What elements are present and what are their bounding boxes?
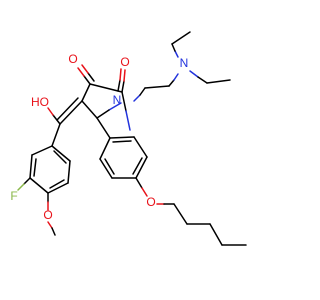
bond-ar2-inner-3 xyxy=(104,158,115,175)
bond-c3-c2 xyxy=(89,83,123,93)
bond-c2-o-double-o-half xyxy=(119,68,122,81)
bond-ethyl-linker xyxy=(144,85,170,89)
bond-o-me-o-half xyxy=(47,221,53,229)
bond-et2-ch3 xyxy=(206,79,231,84)
bond-c-f xyxy=(23,177,31,185)
bond-c3-o xyxy=(83,75,91,85)
bond-n-et2 xyxy=(197,76,208,84)
pyrrolidone-ring xyxy=(81,83,131,131)
bond-c3-o-double xyxy=(87,72,95,82)
bond-ar1-b xyxy=(29,154,33,179)
bond-ch2-n xyxy=(168,79,175,87)
atom-labels: O O N N HO F O O xyxy=(10,52,188,222)
bond-c2-n1 xyxy=(121,91,127,112)
hydroxyl-label: HO xyxy=(31,95,49,109)
bond-n1-ch2-n-half xyxy=(133,94,141,102)
molecule-diagram: O O N N HO F O O xyxy=(10,31,247,246)
bond-ch2-n-n-half xyxy=(173,73,179,81)
bond-n-et1 xyxy=(171,43,176,52)
pentoxy-oxygen-label: O xyxy=(146,195,155,209)
bond-ar1-inner-2 xyxy=(49,179,65,189)
pentoxyphenyl-ring xyxy=(96,117,148,197)
pentyl-chain xyxy=(156,203,247,246)
bond-c-f-f-half xyxy=(17,183,25,191)
bond-exo-aryl xyxy=(51,123,61,147)
structure-canvas: O O N N HO F O O xyxy=(10,31,247,246)
bond-ar2-b xyxy=(133,136,148,158)
bond-c2-o-o-half xyxy=(123,69,126,82)
bond-ar2-inner-2 xyxy=(132,157,143,175)
bond-c4-c3 xyxy=(81,83,91,102)
carbonyl-oxygen-label: O xyxy=(120,55,129,69)
bond-ar2-e xyxy=(99,158,113,179)
bond-ar1-d xyxy=(47,182,69,194)
bond-c2-o xyxy=(121,80,125,93)
bond-ar2-a xyxy=(109,136,135,139)
bond-exo-oh xyxy=(52,114,61,125)
bond-ar2-o-o-half xyxy=(141,187,148,197)
bond-n1-c5 xyxy=(96,109,110,119)
enol-group xyxy=(47,97,83,147)
carbonyl-groups xyxy=(77,64,126,93)
bond-n-et1-n-half xyxy=(174,50,179,58)
bond-ar1-a xyxy=(31,145,53,156)
diethylaminoethyl-chain xyxy=(133,31,231,102)
bond-ar1-inner-3 xyxy=(53,150,67,164)
bond-pentyl-3 xyxy=(209,223,223,246)
bond-n-et2-n-half xyxy=(189,70,199,78)
bond-ar1-f xyxy=(51,145,71,162)
bond-c3-o-double-o-half xyxy=(81,64,89,74)
bond-c2-n1-n-half xyxy=(125,110,131,131)
bond-c4-exo-double xyxy=(56,97,79,121)
bond-ar1-c xyxy=(29,177,49,194)
bond-o-me xyxy=(51,227,56,236)
bond-c3-o-o-half xyxy=(77,67,85,77)
ketone-oxygen-label: O xyxy=(68,52,77,66)
methoxy-oxygen-label: O xyxy=(43,208,52,222)
bond-pentyl-1 xyxy=(173,203,188,225)
bond-c2-o-double xyxy=(117,79,121,92)
bond-n1-ch2 xyxy=(139,87,146,96)
bond-ar2-inner-1 xyxy=(112,140,132,143)
bond-n1-c5-n-half xyxy=(108,102,122,111)
fluorine-label: F xyxy=(10,189,17,203)
fluoro-methoxy-phenyl-ring xyxy=(17,145,71,236)
amine-nitrogen-label: N xyxy=(180,56,189,70)
bond-c5-aryl xyxy=(96,117,111,139)
bond-exo-oh-o-half xyxy=(47,107,54,116)
ring-nitrogen-label: N xyxy=(113,93,122,107)
bond-ar1-e xyxy=(67,160,71,184)
bond-ar1-inner-1 xyxy=(33,158,37,177)
bond-et1-ch3 xyxy=(171,31,191,45)
bond-ar2-c xyxy=(135,156,148,179)
bond-c5-c4 xyxy=(81,100,98,119)
bond-c4-exo xyxy=(59,100,83,125)
bond-ar2-o xyxy=(135,177,143,189)
bond-ar2-f xyxy=(99,137,111,160)
